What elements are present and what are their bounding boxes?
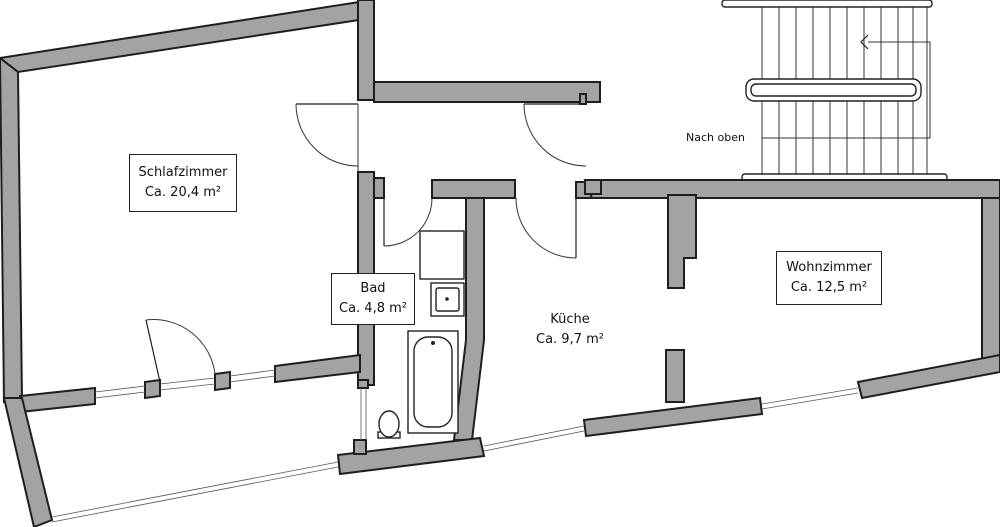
toilet [378,410,400,438]
stair-arrow-icon [860,34,869,50]
room-label-schlafzimmer: Schlafzimmer Ca. 20,4 m² [129,154,237,212]
room-label-kueche: Küche Ca. 9,7 m² [528,304,612,356]
room-name: Schlafzimmer [138,165,228,180]
bathroom-fixtures [377,230,465,439]
stairs-label: Nach oben [686,131,745,144]
doors [145,103,587,383]
windows [51,369,859,523]
room-area: Ca. 4,8 m² [339,301,407,316]
room-name: Bad [360,281,386,296]
room-name: Küche [550,312,590,327]
room-name: Wohnzimmer [786,260,872,275]
washing-machine [419,230,465,280]
room-label-bad: Bad Ca. 4,8 m² [331,273,415,325]
room-label-wohnzimmer: Wohnzimmer Ca. 12,5 m² [776,251,882,305]
room-area: Ca. 20,4 m² [144,185,222,200]
room-area: Ca. 9,7 m² [536,332,604,347]
stair-direction-line [762,41,931,139]
stair-top-rail [721,0,933,8]
staircase [721,0,948,182]
room-area: Ca. 12,5 m² [790,280,868,295]
